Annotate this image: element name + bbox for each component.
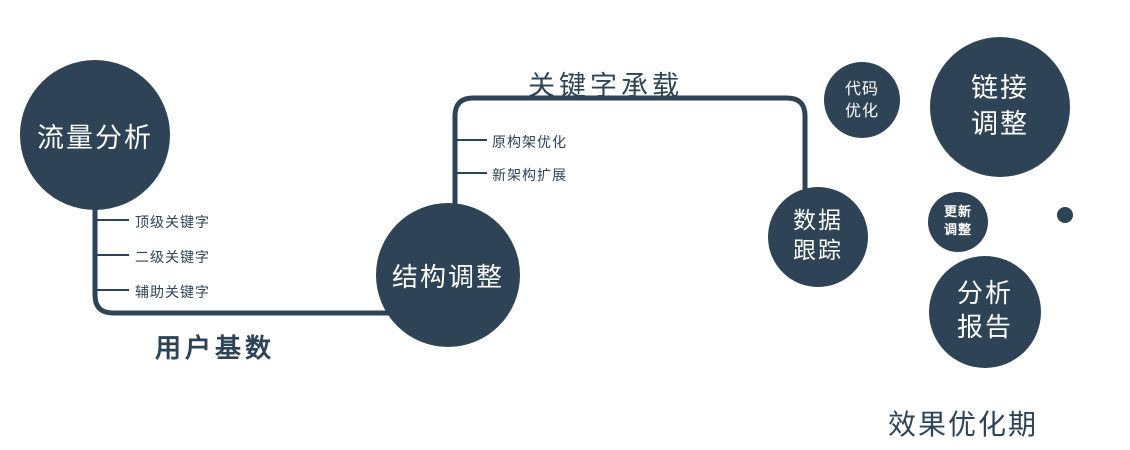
node-update-adjust-line2: 调整 bbox=[943, 223, 972, 238]
edge-label-keyword-carry: 关键字承载 bbox=[528, 71, 683, 102]
branch-label-top-keywords: 顶级关键字 bbox=[135, 215, 210, 231]
node-analysis-report-line1: 分析 bbox=[956, 279, 1013, 310]
node-traffic-analysis: 流量分析 bbox=[20, 60, 170, 210]
node-data-tracking-line2: 跟踪 bbox=[793, 238, 843, 264]
caption-effect-period: 效果优化期 bbox=[888, 408, 1039, 441]
connector-traffic-to-structure bbox=[92, 202, 400, 316]
branch-label-original-arch: 原构架优化 bbox=[492, 135, 567, 151]
node-code-optimize-line1: 代码 bbox=[844, 79, 879, 99]
node-structure-adjust-label: 结构调整 bbox=[391, 262, 504, 293]
node-update-adjust: 更新 调整 bbox=[928, 192, 988, 252]
node-analysis-report: 分析 报告 bbox=[929, 256, 1041, 368]
branch-label-aux-keywords: 辅助关键字 bbox=[135, 285, 210, 301]
node-structure-adjust: 结构调整 bbox=[376, 203, 520, 347]
small-dot-node bbox=[1057, 207, 1073, 223]
branch-label-new-arch: 新架构扩展 bbox=[492, 168, 567, 184]
node-code-optimize-line2: 优化 bbox=[844, 101, 879, 120]
node-update-adjust-line1: 更新 bbox=[943, 205, 972, 221]
node-traffic-analysis-label: 流量分析 bbox=[37, 122, 153, 154]
node-link-adjust-line2: 调整 bbox=[971, 109, 1029, 140]
node-link-adjust-line1: 链接 bbox=[971, 72, 1029, 104]
node-data-tracking: 数据 跟踪 bbox=[768, 187, 868, 287]
node-code-optimize: 代码 优化 bbox=[824, 62, 900, 138]
node-link-adjust: 链接 调整 bbox=[930, 37, 1070, 177]
connector-structure-to-tracking bbox=[452, 95, 808, 210]
branch-label-second-keywords: 二级关键字 bbox=[135, 250, 210, 266]
branch-tick-lines bbox=[95, 139, 487, 291]
node-data-tracking-line1: 数据 bbox=[793, 208, 843, 235]
edge-label-user-base: 用户基数 bbox=[155, 334, 276, 364]
node-analysis-report-line2: 报告 bbox=[956, 313, 1013, 343]
